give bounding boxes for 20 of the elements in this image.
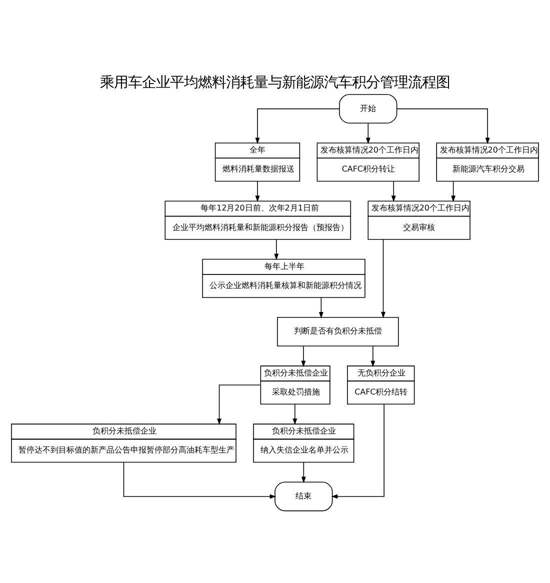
arrow	[396, 108, 490, 144]
arrow	[370, 346, 376, 368]
arrow	[274, 239, 279, 260]
node-box: 开始	[339, 94, 398, 124]
arrow	[292, 404, 298, 425]
arrow	[381, 239, 386, 318]
node-box: 判断是否有负积分未抵偿	[277, 316, 399, 346]
diagram-title: 乘用车企业平均燃料消耗量与新能源汽车积分管理流程图	[100, 74, 450, 91]
node-box: 结束	[274, 482, 333, 512]
arrow	[255, 181, 260, 202]
arrow	[331, 404, 384, 499]
arrow	[301, 346, 306, 368]
arrow	[391, 181, 396, 202]
arrow	[255, 108, 340, 144]
arrow	[451, 181, 456, 202]
arrow	[217, 384, 261, 425]
arrow	[301, 462, 306, 484]
arrow	[318, 297, 324, 318]
arrow	[366, 122, 370, 144]
arrow	[123, 462, 276, 499]
